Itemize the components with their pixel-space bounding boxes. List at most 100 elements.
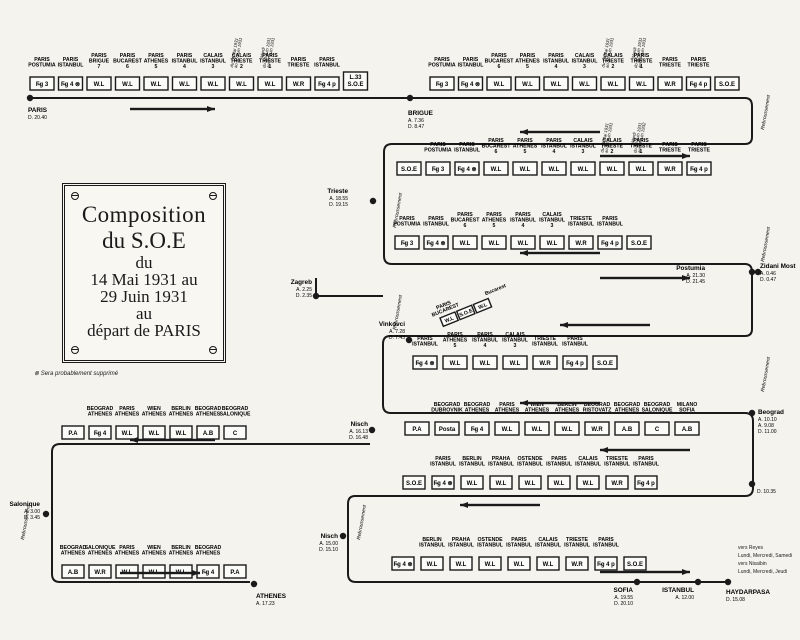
carriage-code: F̶g 3 [401,241,414,247]
legend-item: Lundi, Mercredi, Jeudi [738,569,788,575]
destination-label: 2 [611,149,614,155]
carriage-code: W.L [456,562,467,568]
arrowhead-icon [207,106,215,112]
carriage-code: C [655,427,660,433]
carriage-code: F̶g 4 [94,431,107,437]
destination-label: OSTENDE [517,456,543,462]
station-time: D. 2.35 [296,293,312,299]
destination-label: ISTANBUL [458,63,485,69]
destination-label: CALAIS [542,212,562,218]
destination-label: BEOGRAD [584,402,611,408]
legend-item: vers Nisaibin [738,561,767,567]
carriage-box [88,425,112,440]
destination-label: SALONIQUE [642,408,673,414]
carriage-box [404,421,430,436]
carriage-box [228,76,255,91]
destination-label: ATHENES [115,551,140,557]
destination-label: WIEN [147,545,161,551]
carriage-code: A.B [622,427,633,433]
destination-label: PARIS [63,57,79,63]
destination-label: ATHENES [144,59,169,65]
carriage: S.O.E [402,475,426,490]
carriage-code: W.L [510,361,521,367]
station-name: Zidani Most [760,263,796,270]
carriage-box [628,161,654,176]
carriage-box [452,235,478,250]
destination-label: PARIS [291,57,307,63]
carriage-box [285,76,312,91]
destination-label: ATHENES [615,408,640,414]
destination-label: ISTANBUL [423,222,450,228]
arrowhead-icon [520,129,528,135]
rebroussement-label: Rebroussement [760,226,772,262]
carriage-box [431,475,455,490]
station-name: ATHENES [256,593,287,600]
carriage-box [61,564,85,579]
destination-label: ATHENES [515,59,540,65]
carriage-code: S.O.E [406,481,422,487]
carriage-box [536,556,560,571]
destination-label: BEOGRAD [87,406,114,412]
schedule-note: du 14 Mai 1931 [600,37,610,68]
destination-label: SALONIQUE [220,412,251,418]
destination-label: 2 [240,64,243,70]
carriage-box [628,76,655,91]
car-row: F̶g 4 ⊗PARISISTANBULW.LPARISATHENES5W.LP… [412,332,618,370]
carriage: S.O.E [592,355,618,370]
carriage-code: Posta [439,427,456,433]
destination-label: 4 [555,64,558,70]
carriage-code: F̶g 4 [471,427,484,433]
direction-arrow [520,129,600,135]
destination-label: PARIS [399,216,415,222]
carriage-box [396,161,422,176]
carriage-code: S.O.E [597,361,613,367]
destination-label: PARIS [633,138,649,144]
destination-label: POSTUMIA [428,63,456,69]
carriage-box [686,161,712,176]
station-dot [694,578,702,586]
destination-label: BEOGRAD [222,406,249,412]
carriage-code: F̶g 4 ⊗ [415,361,434,367]
inset-carriage [455,304,476,321]
carriage-box [142,564,166,579]
destination-label: 5 [493,223,496,229]
carriage-code: W.L [450,361,461,367]
destination-label: PARIS [691,142,707,148]
carriage-code: S.O.E [719,82,735,88]
station-dot [405,336,413,344]
destination-label: PARIS [477,332,493,338]
arrow-shaft [460,503,540,507]
carriage-box [554,421,580,436]
carriage-code: W.L [608,82,619,88]
arrow-shaft [520,251,600,255]
carriage-box [623,556,647,571]
carriage-code: W.L [579,82,590,88]
arrowhead-icon [560,322,568,328]
carriage-code: P.A [412,427,422,433]
carriage-code: F̶g 4 p [601,241,619,247]
station-time: D. 3.45 [24,515,40,521]
arrow-shaft [600,154,690,158]
